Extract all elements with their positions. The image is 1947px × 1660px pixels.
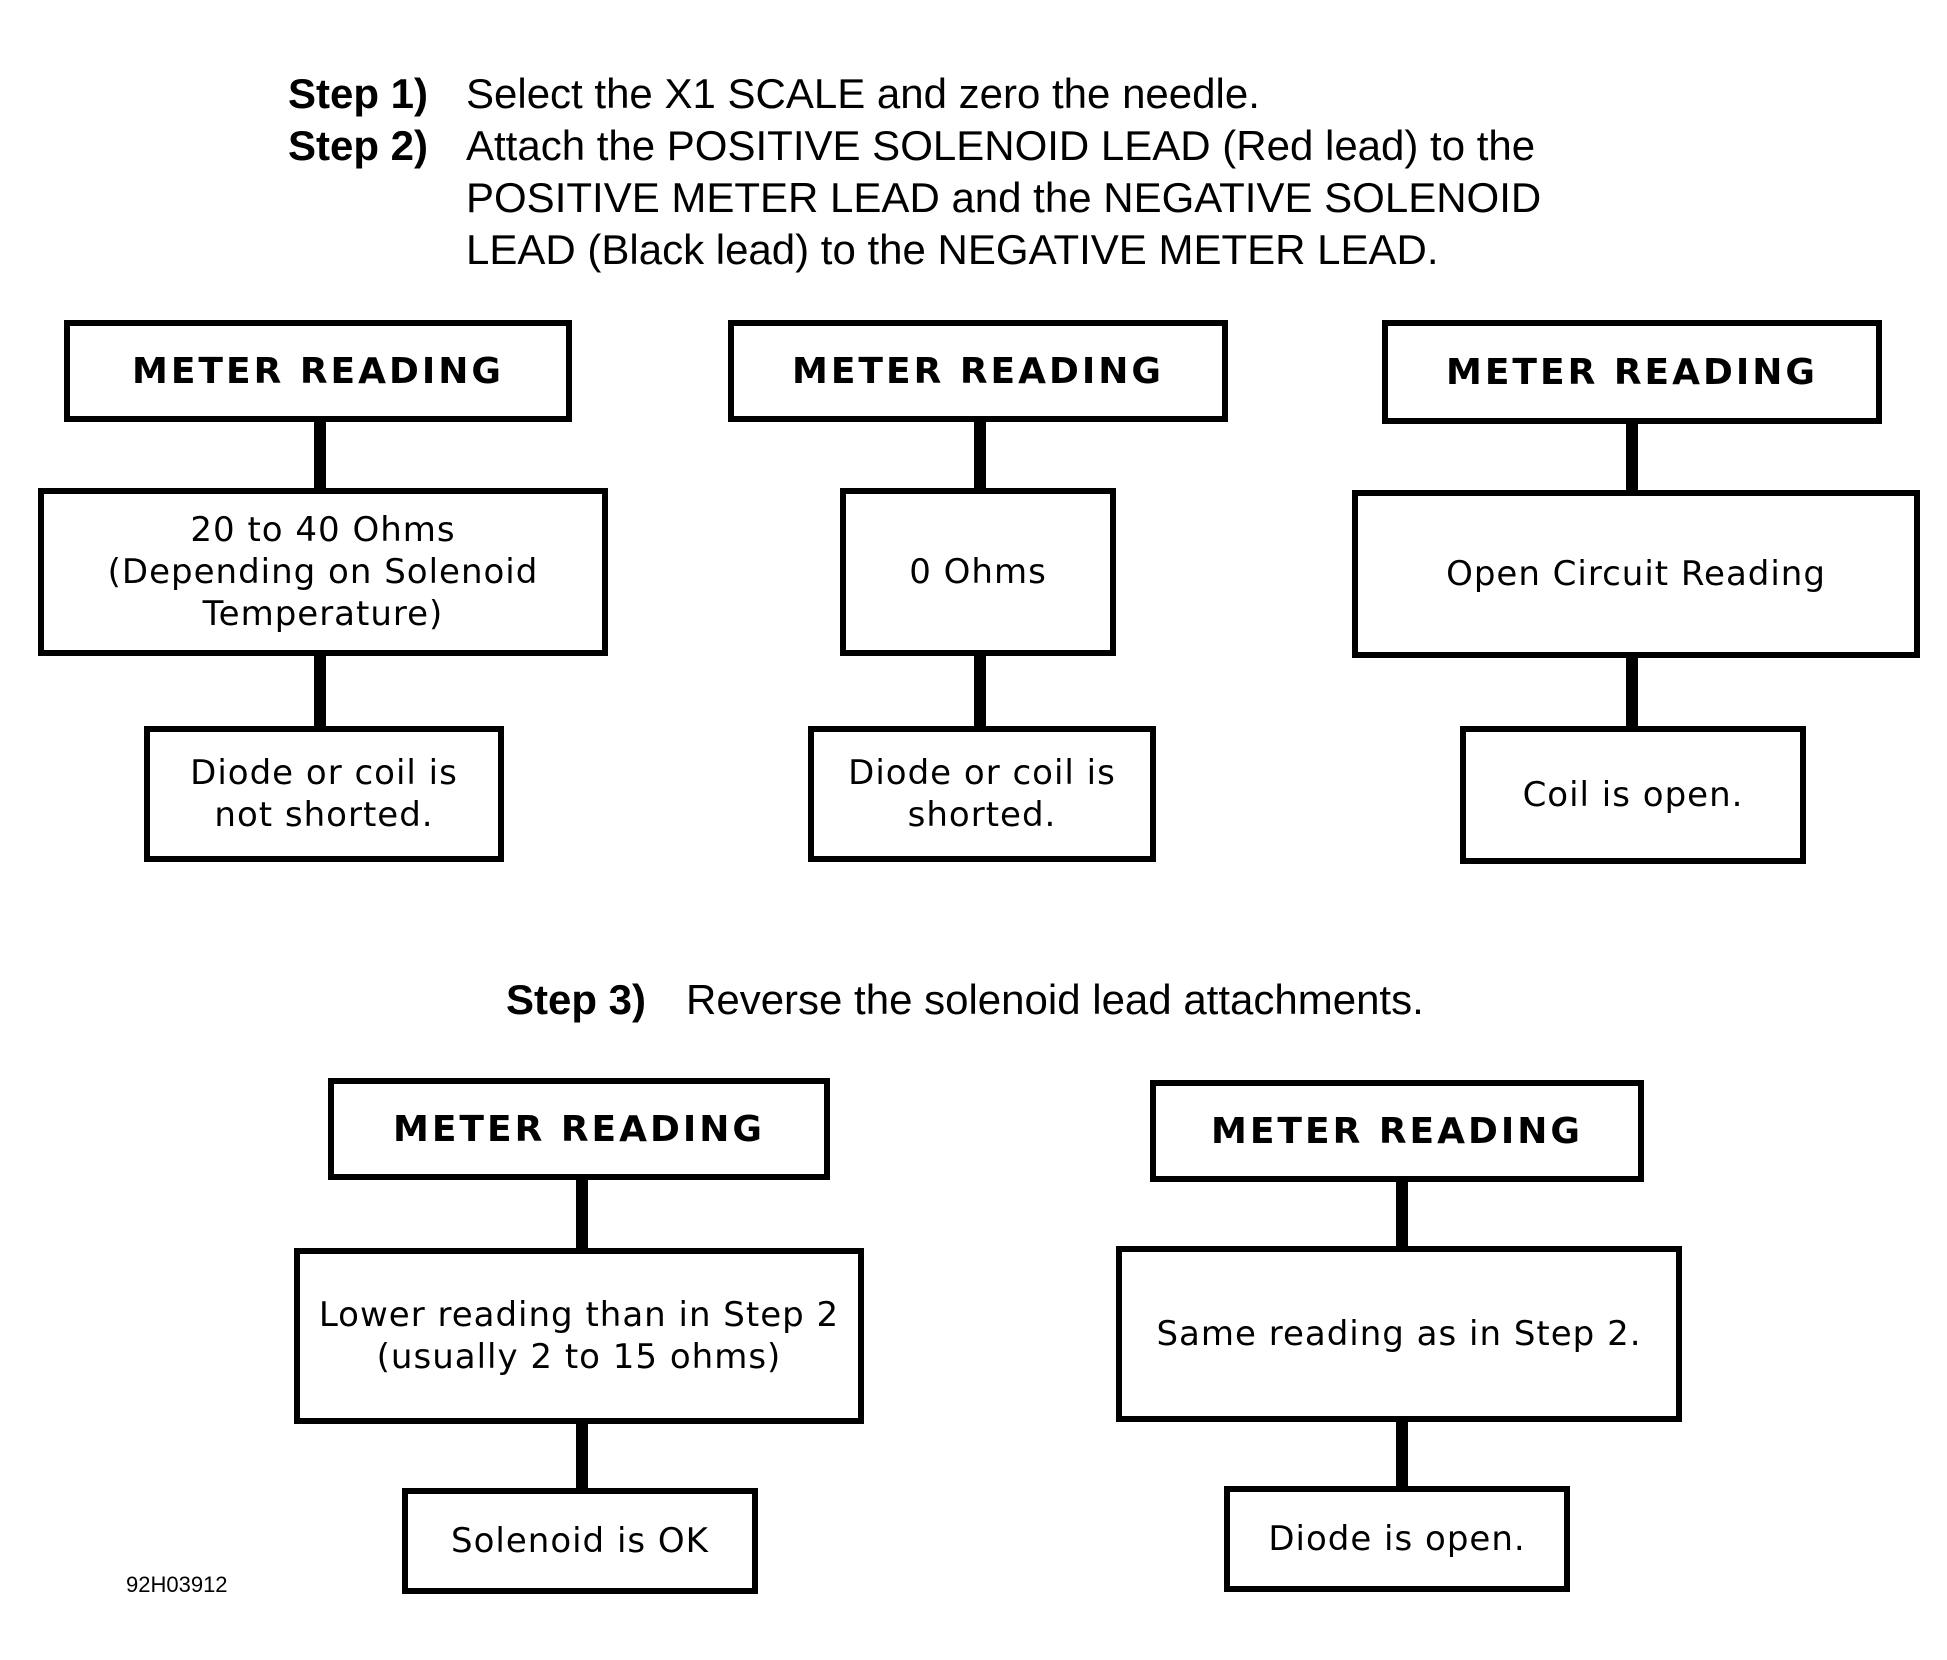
step-2-label: Step 2) (288, 122, 429, 169)
result-box: Diode or coil is shorted. (808, 726, 1156, 862)
step-2-line-1: Step 2) Attach the POSITIVE SOLENOID LEAD… (288, 120, 1535, 172)
meter-reading-header: METER READING (1150, 1080, 1644, 1182)
reading-line: 0 Ohms (909, 552, 1047, 592)
result-line: Coil is open. (1522, 775, 1744, 815)
connector-line (314, 652, 326, 732)
step-3-line: Step 3) Reverse the solenoid lead attachm… (506, 974, 1424, 1026)
connector-line (974, 652, 986, 732)
reading-box: Open Circuit Reading (1352, 490, 1920, 658)
reading-line: 20 to 40 Ohms (190, 510, 456, 550)
meter-reading-header: METER READING (328, 1078, 830, 1180)
reading-line: Open Circuit Reading (1446, 554, 1826, 594)
result-line: shorted. (907, 795, 1057, 835)
reading-box: 0 Ohms (840, 488, 1116, 656)
reading-line: (Depending on Solenoid (107, 552, 539, 592)
step-3-text: Reverse the solenoid lead attachments. (686, 976, 1424, 1023)
figure-id: 92H03912 (126, 1572, 228, 1597)
result-box: Diode is open. (1224, 1486, 1570, 1592)
result-line: not shorted. (214, 795, 434, 835)
result-line: Diode is open. (1268, 1519, 1526, 1559)
connector-line (576, 1418, 588, 1494)
result-box: Coil is open. (1460, 726, 1806, 864)
reading-box: Lower reading than in Step 2 (usually 2 … (294, 1248, 864, 1424)
result-box: Solenoid is OK (402, 1488, 758, 1594)
connector-line (1396, 1416, 1408, 1492)
step-1-text: Select the X1 SCALE and zero the needle. (466, 70, 1260, 117)
step-2-text-2: POSITIVE METER LEAD and the NEGATIVE SOL… (466, 174, 1542, 221)
step-2-text-1: Attach the POSITIVE SOLENOID LEAD (Red l… (466, 122, 1536, 169)
connector-line (1396, 1178, 1408, 1252)
result-line: Solenoid is OK (451, 1521, 709, 1561)
reading-line: (usually 2 to 15 ohms) (376, 1337, 782, 1377)
reading-box: 20 to 40 Ohms (Depending on Solenoid Tem… (38, 488, 608, 656)
step-2-text-3: LEAD (Black lead) to the NEGATIVE METER … (466, 226, 1439, 273)
connector-line (576, 1176, 588, 1252)
meter-reading-header: METER READING (1382, 320, 1882, 424)
connector-line (974, 418, 986, 492)
meter-reading-header: METER READING (64, 320, 572, 422)
reading-line: Temperature) (202, 594, 444, 634)
step-1-label: Step 1) (288, 70, 429, 117)
connector-line (1626, 420, 1638, 494)
result-line: Diode or coil is (190, 753, 458, 793)
connector-line (1626, 654, 1638, 732)
reading-box: Same reading as in Step 2. (1116, 1246, 1682, 1422)
step-3-label: Step 3) (506, 976, 647, 1023)
connector-line (314, 418, 326, 492)
result-line: Diode or coil is (848, 753, 1116, 793)
step-1-line: Step 1) Select the X1 SCALE and zero the … (288, 68, 1260, 120)
reading-line: Lower reading than in Step 2 (318, 1295, 840, 1335)
reading-line: Same reading as in Step 2. (1156, 1314, 1642, 1354)
meter-reading-header: METER READING (728, 320, 1228, 422)
result-box: Diode or coil is not shorted. (144, 726, 504, 862)
